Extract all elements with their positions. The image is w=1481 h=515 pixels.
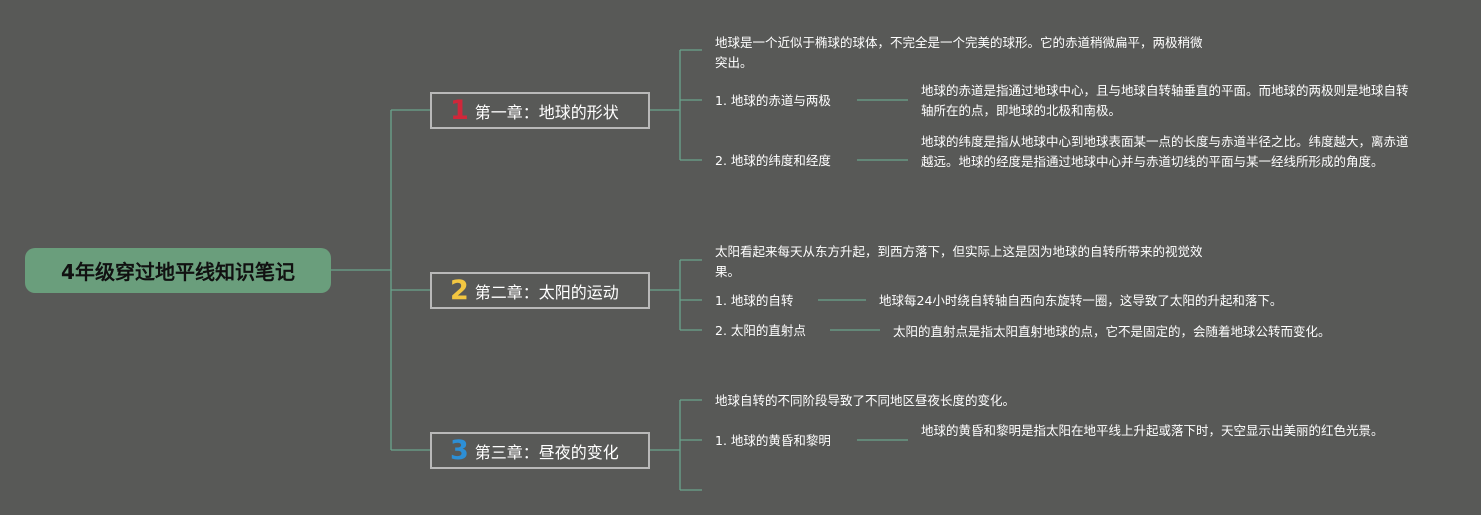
chapter-1-item-2-label[interactable]: 2. 地球的纬度和经度 [715, 153, 831, 168]
chapter-1-intro: 地球是一个近似于椭球的球体，不完全是一个完美的球形。它的赤道稍微扁平，两极稍微突… [715, 35, 1203, 70]
chapter-number-1: 1 [450, 95, 469, 126]
chapter-2-item-1-detail: 地球每24小时绕自转轴自西向东旋转一圈，这导致了太阳的升起和落下。 [879, 293, 1283, 308]
chapter-3-item-1-label[interactable]: 1. 地球的黄昏和黎明 [715, 433, 831, 448]
chapter-number-3: 3 [450, 435, 469, 466]
chapter-1-item-1-label[interactable]: 1. 地球的赤道与两极 [715, 93, 831, 108]
chapter-2-intro: 太阳看起来每天从东方升起，到西方落下，但实际上这是因为地球的自转所带来的视觉效果… [715, 244, 1203, 279]
chapter-node-1[interactable]: 1 第一章：地球的形状 [430, 92, 650, 129]
chapter-title-1: 第一章：地球的形状 [474, 102, 619, 122]
chapter-1-item-1-detail: 地球的赤道是指通过地球中心，且与地球自转轴垂直的平面。而地球的两极则是地球自转轴… [921, 83, 1409, 118]
chapter-3-intro: 地球自转的不同阶段导致了不同地区昼夜长度的变化。 [715, 393, 1016, 408]
chapter-2-item-1-label[interactable]: 1. 地球的自转 [715, 293, 794, 308]
chapter-2-item-2-detail: 太阳的直射点是指太阳直射地球的点，它不是固定的，会随着地球公转而变化。 [893, 324, 1331, 339]
chapter-2-item-2-label[interactable]: 2. 太阳的直射点 [715, 323, 806, 338]
root-title: 4年级穿过地平线知识笔记 [61, 260, 295, 284]
chapter-node-2[interactable]: 2 第二章：太阳的运动 [430, 272, 650, 309]
chapter-node-3[interactable]: 3 第三章：昼夜的变化 [430, 432, 650, 469]
chapter-title-2: 第二章：太阳的运动 [474, 282, 619, 302]
chapter-number-2: 2 [450, 275, 469, 306]
root-node[interactable]: 4年级穿过地平线知识笔记 [25, 248, 331, 293]
chapter-3-item-1-detail: 地球的黄昏和黎明是指太阳在地平线上升起或落下时，天空显示出美丽的红色光景。 [921, 423, 1384, 438]
chapter-title-3: 第三章：昼夜的变化 [474, 442, 619, 462]
chapter-1-item-2-detail: 地球的纬度是指从地球中心到地球表面某一点的长度与赤道半径之比。纬度越大，离赤道越… [921, 134, 1409, 169]
